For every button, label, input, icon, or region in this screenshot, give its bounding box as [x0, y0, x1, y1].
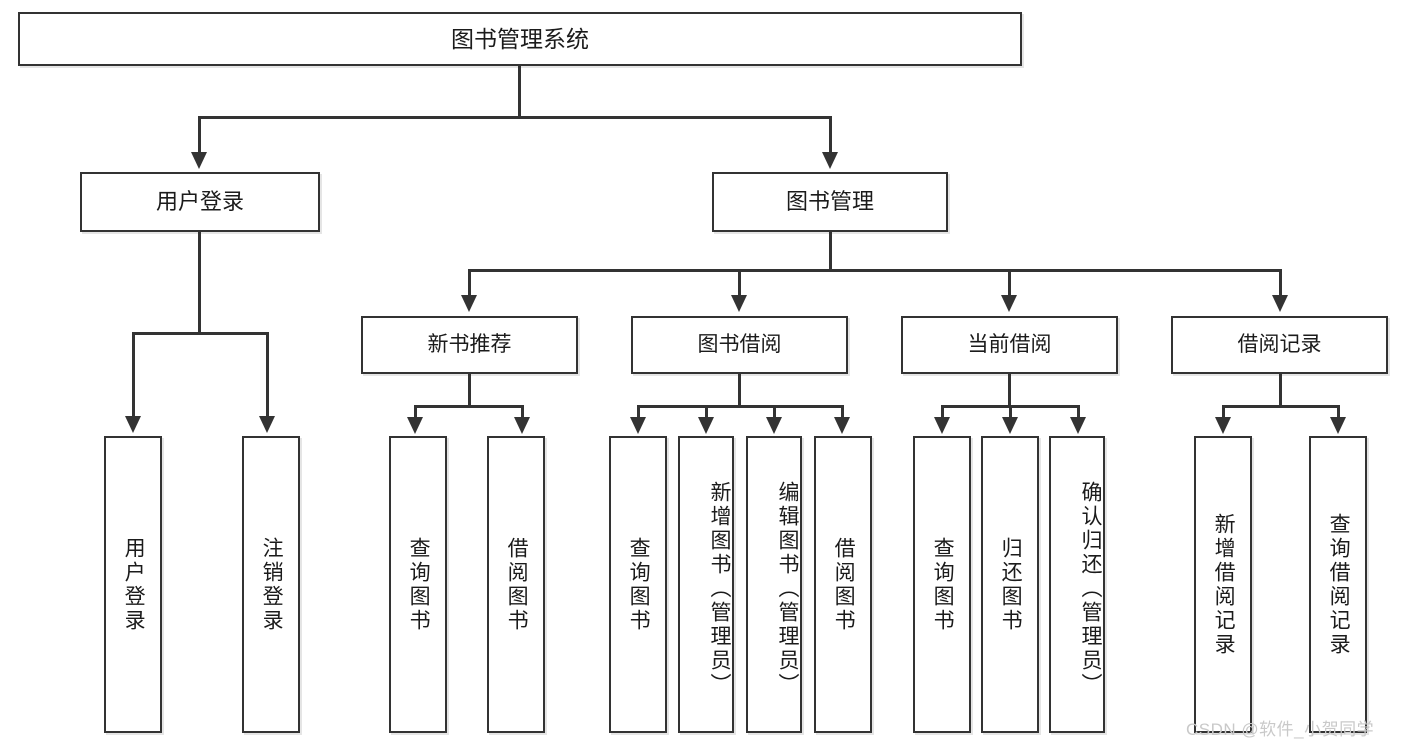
node-label: 查询借阅记录: [1327, 512, 1351, 657]
node-label: 归还图书: [999, 536, 1023, 633]
node-label: 图书借阅: [697, 332, 782, 356]
leaf-current-borrow-confirm-return-admin[interactable]: 确认归还（管理员）: [1049, 436, 1105, 733]
leaf-book-borrow-borrow-books[interactable]: 借阅图书: [814, 436, 872, 733]
leaf-book-borrow-edit-book-admin[interactable]: 编辑图书（管理员）: [746, 436, 802, 733]
connector-borrow-record-bar: [1222, 405, 1338, 408]
arrow-user-login-child-1: [125, 416, 141, 433]
leaf-new-book-query-books[interactable]: 查询图书: [389, 436, 447, 733]
connector-bb-child-1: [637, 405, 640, 419]
connector-current-borrow-stem: [1008, 374, 1011, 407]
arrow-bm-to-book-borrow: [731, 295, 747, 312]
node-label: 新增图书（管理员）: [708, 480, 731, 697]
node-label: 当前借阅: [967, 332, 1052, 356]
leaf-current-borrow-return-books[interactable]: 归还图书: [981, 436, 1039, 733]
arrow-br-child-2: [1330, 417, 1346, 434]
connector-bb-child-3: [773, 405, 776, 419]
leaf-current-borrow-query-books[interactable]: 查询图书: [913, 436, 971, 733]
node-borrow-record[interactable]: 借阅记录: [1171, 316, 1388, 374]
connector-nb-child-1: [414, 405, 417, 419]
arrow-nb-child-1: [407, 417, 423, 434]
node-label: 查询图书: [407, 536, 431, 633]
connector-user-login-child-2: [266, 332, 269, 418]
connector-borrow-record-stem: [1279, 374, 1282, 407]
node-label: 注销登录: [260, 536, 284, 633]
connector-book-borrow-stem: [738, 374, 741, 407]
leaf-borrow-record-query-record[interactable]: 查询借阅记录: [1309, 436, 1367, 733]
connector-book-management-bar: [468, 269, 1282, 272]
connector-user-login-stem: [198, 232, 201, 335]
connector-user-login-child-1: [132, 332, 135, 418]
connector-bb-child-2: [705, 405, 708, 419]
node-user-login[interactable]: 用户登录: [80, 172, 320, 232]
arrow-bb-child-3: [766, 417, 782, 434]
connector-cb-child-1: [941, 405, 944, 419]
leaf-user-login-logout[interactable]: 注销登录: [242, 436, 300, 733]
node-label: 借阅图书: [505, 536, 529, 633]
arrow-cb-child-2: [1002, 417, 1018, 434]
connector-new-book-stem: [468, 374, 471, 407]
node-label: 借阅图书: [832, 536, 856, 633]
connector-root-to-book-management: [829, 116, 832, 154]
connector-bm-to-book-borrow: [738, 269, 741, 297]
arrow-bm-to-new-book: [461, 295, 477, 312]
connector-book-management-stem: [829, 232, 832, 272]
leaf-user-login-login[interactable]: 用户登录: [104, 436, 162, 733]
node-label: 用户登录: [122, 536, 146, 633]
connector-root-stem: [518, 66, 521, 118]
connector-root-bar: [198, 116, 832, 119]
connector-cb-child-3: [1077, 405, 1080, 419]
leaf-borrow-record-add-record[interactable]: 新增借阅记录: [1194, 436, 1252, 733]
leaf-book-borrow-add-book-admin[interactable]: 新增图书（管理员）: [678, 436, 734, 733]
arrow-bb-child-2: [698, 417, 714, 434]
arrow-nb-child-2: [514, 417, 530, 434]
arrow-bb-child-4: [834, 417, 850, 434]
node-book-management[interactable]: 图书管理: [712, 172, 948, 232]
node-label: 图书管理: [785, 189, 874, 215]
connector-bm-to-borrow-record: [1279, 269, 1282, 297]
node-label: 新增借阅记录: [1212, 512, 1236, 657]
connector-root-to-user-login: [198, 116, 201, 154]
node-root-book-management-system[interactable]: 图书管理系统: [18, 12, 1022, 66]
arrow-root-to-user-login: [191, 152, 207, 169]
connector-bm-to-new-book: [468, 269, 471, 297]
node-new-book-recommend[interactable]: 新书推荐: [361, 316, 578, 374]
node-label: 借阅记录: [1237, 332, 1322, 356]
leaf-new-book-borrow-books[interactable]: 借阅图书: [487, 436, 545, 733]
node-label: 编辑图书（管理员）: [776, 480, 799, 697]
node-current-borrow[interactable]: 当前借阅: [901, 316, 1118, 374]
connector-cb-child-2: [1009, 405, 1012, 419]
node-label: 图书管理系统: [451, 25, 589, 52]
node-label: 新书推荐: [427, 332, 512, 356]
arrow-cb-child-3: [1070, 417, 1086, 434]
connector-br-child-2: [1337, 405, 1340, 419]
connector-nb-child-2: [521, 405, 524, 419]
connector-book-borrow-bar: [637, 405, 843, 408]
node-book-borrow[interactable]: 图书借阅: [631, 316, 848, 374]
connector-user-login-bar: [132, 332, 269, 335]
arrow-bm-to-current-borrow: [1001, 295, 1017, 312]
arrow-cb-child-1: [934, 417, 950, 434]
arrow-br-child-1: [1215, 417, 1231, 434]
node-label: 查询图书: [627, 536, 651, 633]
leaf-book-borrow-query-books[interactable]: 查询图书: [609, 436, 667, 733]
connector-bb-child-4: [841, 405, 844, 419]
arrow-bm-to-borrow-record: [1272, 295, 1288, 312]
connector-new-book-bar: [414, 405, 524, 408]
arrow-user-login-child-2: [259, 416, 275, 433]
node-label: 查询图书: [931, 536, 955, 633]
node-label: 用户登录: [155, 189, 244, 215]
node-label: 确认归还（管理员）: [1079, 480, 1102, 697]
arrow-bb-child-1: [630, 417, 646, 434]
csdn-watermark: CSDN @软件_小贺同学: [1186, 720, 1375, 739]
connector-bm-to-current-borrow: [1008, 269, 1011, 297]
connector-br-child-1: [1222, 405, 1225, 419]
arrow-root-to-book-management: [822, 152, 838, 169]
